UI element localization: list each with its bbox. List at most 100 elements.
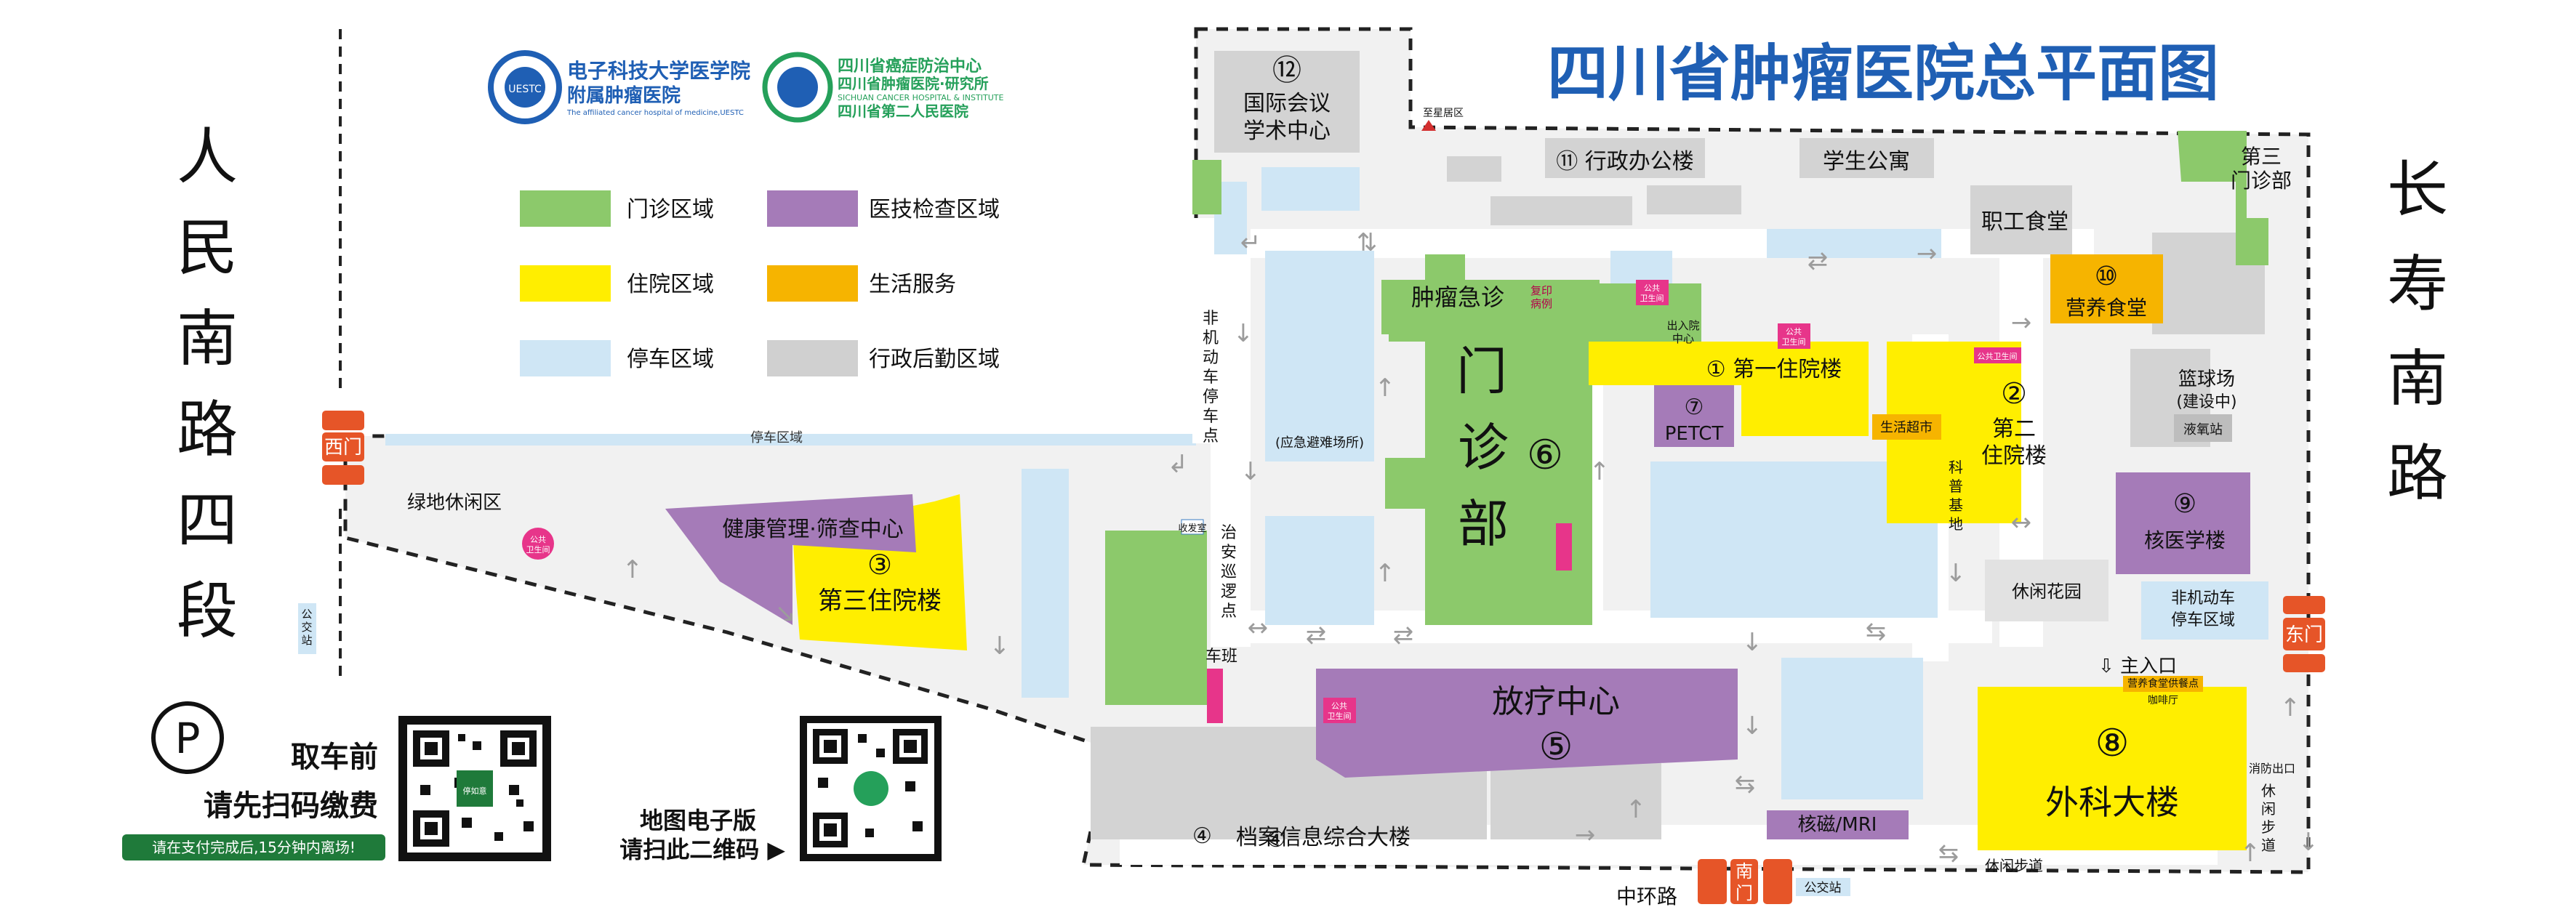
expert-area-label: 至星居区 [1423,108,1464,119]
svg-text:巡: 巡 [1221,563,1237,581]
svg-text:停车区域: 停车区域 [2171,611,2235,629]
svg-text:停如意: 停如意 [463,786,487,796]
student-apt-label: 学生公寓 [1823,149,1910,174]
b2-number: ② [2001,377,2027,411]
gate-east: 东门 [2285,624,2323,646]
b7-label: PETCT [1665,423,1724,445]
svg-text:UESTC: UESTC [508,84,542,95]
svg-text:⇅: ⇅ [1357,228,1378,257]
svg-text:↓: ↓ [1240,457,1261,486]
svg-text:⇄: ⇄ [1306,621,1327,650]
svg-text:附属肿瘤医院: 附属肿瘤医院 [567,84,681,107]
b6-outpatient [1385,254,1701,625]
svg-text:四川省第二人民医院: 四川省第二人民医院 [838,102,968,120]
b5-radiotherapy [1316,669,1738,778]
oxygen-label: 液氧站 [2183,422,2223,438]
svg-text:生活服务: 生活服务 [869,272,956,297]
svg-text:↓: ↓ [1233,319,1254,348]
logo-scch: 四川省癌症防治中心 四川省肿瘤医院·研究所 SICHUAN CANCER HOS… [762,52,1003,123]
svg-text:民: 民 [177,212,238,283]
svg-text:SICHUAN CANCER HOSPITAL & INST: SICHUAN CANCER HOSPITAL & INSTITUTE [838,93,1003,102]
b10-number: ⑩ [2095,262,2118,291]
svg-text:取车前: 取车前 [291,741,378,774]
green-block-south [1105,531,1207,705]
svg-text:路: 路 [177,394,238,465]
bus-stop-south: 公交站 [1805,881,1842,895]
svg-text:↑: ↑ [1375,559,1396,588]
svg-text:车班: 车班 [1205,648,1237,666]
outpatient-areas: 第三 门诊部 [1105,131,2292,705]
svg-text:点: 点 [1203,427,1219,446]
svg-text:↲: ↲ [1168,450,1189,479]
svg-text:道: 道 [2261,837,2276,854]
svg-text:↘: ↘ [775,599,796,628]
b9-number: ⑨ [2173,489,2196,519]
svg-text:交: 交 [301,621,312,634]
svg-text:↑: ↑ [2280,693,2301,722]
b10-canteen [2050,254,2163,323]
svg-text:路: 路 [2387,438,2448,509]
svg-text:⇆: ⇆ [1938,839,1959,868]
svg-text:病例: 病例 [1530,297,1552,310]
svg-text:公共: 公共 [1644,283,1660,293]
b8-number: ⑧ [2095,722,2130,765]
svg-text:车: 车 [1203,368,1219,387]
b3-number: ③ [867,549,892,581]
gates: 西门 东门 南 门 [322,411,2325,904]
svg-text:休: 休 [2261,782,2276,799]
supermarket-label: 生活超市 [1880,420,1933,435]
mri-block [1767,810,1909,839]
b4-label-text: ④ [1192,823,1212,849]
svg-text:↑: ↑ [622,555,643,584]
b5-label: 放疗中心 [1492,683,1620,720]
svg-text:人: 人 [177,121,238,193]
svg-text:住院楼: 住院楼 [1981,443,2047,469]
svg-text:↓: ↓ [1946,559,1967,588]
svg-text:南: 南 [177,303,238,374]
svg-text:公共: 公共 [530,535,546,544]
mri-label: 核磁/MRI [1798,814,1877,836]
clinic-small [1192,160,1221,214]
svg-text:学术中心: 学术中心 [1243,118,1331,144]
svg-text:请先扫码缴费: 请先扫码缴费 [204,789,378,823]
svg-text:出入院: 出入院 [1666,319,1699,332]
svg-text:站: 站 [301,634,312,647]
svg-text:↑: ↑ [1589,457,1610,486]
svg-text:南: 南 [1736,861,1753,882]
b5-number: ⑤ [1539,725,1573,769]
svg-text:国际会议: 国际会议 [1243,91,1331,116]
svg-text:公共: 公共 [1331,701,1347,711]
svg-text:⇄: ⇄ [1393,621,1414,650]
svg-text:公共卫生间: 公共卫生间 [1978,351,2018,361]
svg-text:段: 段 [177,576,238,647]
svg-text:治: 治 [1221,524,1237,542]
svg-text:地图电子版: 地图电子版 [640,807,756,834]
parking-payment: P 取车前 请先扫码缴费 请在支付完成后,15分钟内离场! 停如意 [122,701,551,861]
svg-text:卫生间: 卫生间 [1328,711,1352,721]
b7-number: ⑦ [1685,395,1704,420]
svg-text:↑: ↑ [1626,795,1647,824]
shelter-label: (应急避难场所) [1275,435,1364,451]
svg-text:↔: ↔ [2011,508,2032,537]
street-west: 人 民 南 路 四 段 [177,121,238,647]
svg-text:卫生间: 卫生间 [1640,293,1664,303]
b8-label: 外科大楼 [2045,783,2179,822]
legend: 门诊区域 医技检查区域 住院区域 生活服务 停车区域 行政后勤区域 [520,190,1000,376]
cafe-label: 营养食堂供餐点 [2127,677,2199,690]
staff-canteen-label: 职工食堂 [1981,209,2069,235]
gate-west: 西门 [324,437,362,459]
svg-text:中心: 中心 [1672,332,1694,345]
svg-text:停: 停 [1203,388,1219,406]
svg-text:四川省癌症防治中心: 四川省癌症防治中心 [838,57,982,76]
b9-label: 核医学楼 [2144,528,2226,552]
svg-text:寿: 寿 [2387,249,2448,320]
svg-text:基: 基 [1949,496,1963,514]
b7-petct [1654,385,1734,447]
svg-text:门诊部: 门诊部 [2231,169,2292,193]
b11-label: ⑪ 行政办公楼 [1556,149,1694,174]
svg-text:门诊区域: 门诊区域 [627,197,714,222]
svg-text:⇄: ⇄ [1807,246,1829,275]
svg-text:行政后勤区域: 行政后勤区域 [869,347,1000,372]
svg-text:非: 非 [1203,310,1219,328]
